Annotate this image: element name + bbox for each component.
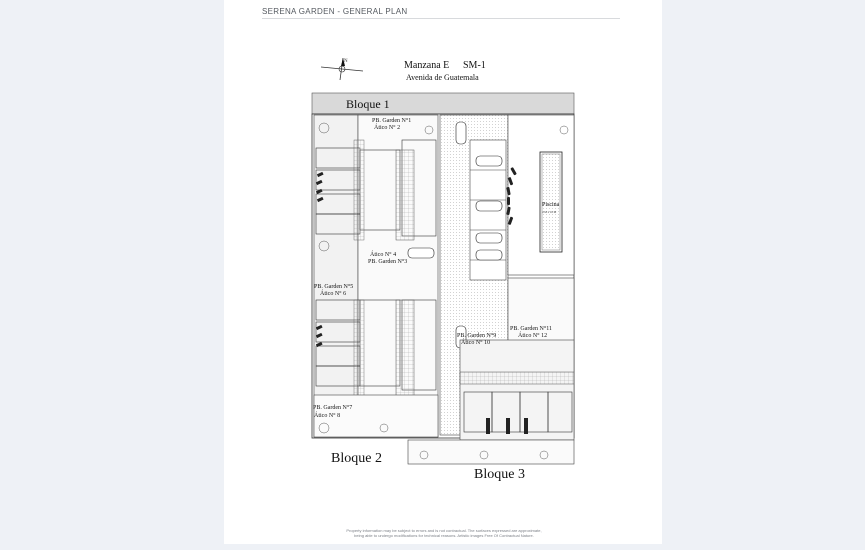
compass-label: N	[344, 59, 348, 64]
unit-2-atico-label: Ático N° 4	[370, 250, 396, 258]
pool-size: 4 M x 16 M	[542, 210, 557, 214]
block-3-label: Bloque 3	[474, 467, 525, 482]
disclaimer: Property information may be subject to e…	[314, 528, 574, 538]
avenue-label: Avenida de Guatemala	[406, 73, 479, 82]
unit-1-atico-label: Ático N° 2	[374, 123, 400, 131]
compass-icon: N	[320, 57, 364, 81]
unit-4-atico-label: Ático N° 8	[314, 411, 340, 419]
unit-3-atico-label: Ático N° 6	[320, 289, 346, 297]
unit-3-pb-label: PB. Garden N°5	[314, 283, 353, 290]
unit-1-pb-label: PB. Garden N°1	[372, 117, 411, 124]
unit-6-pb-label: PB. Garden N°11	[510, 325, 552, 332]
manzana-label: Manzana E	[404, 60, 449, 71]
document-sheet: SERENA GARDEN - GENERAL PLAN N Manzana E…	[224, 0, 662, 544]
block-2-label: Bloque 2	[331, 451, 382, 466]
site-plan: N Manzana E SM-1 Avenida de Guatemala Bl…	[311, 57, 575, 482]
block-1-label: Bloque 1	[346, 97, 390, 111]
unit-5-pb-label: PB. Garden N°9	[457, 332, 496, 339]
unit-5-atico-label: Ático N° 10	[461, 338, 490, 346]
unit-4-pb-label: PB. Garden N°7	[313, 404, 352, 411]
disclaimer-line-2: being able to undergo modifications for …	[354, 533, 534, 538]
sm-label: SM-1	[463, 60, 486, 71]
unit-2-pb-label: PB. Garden N°3	[368, 258, 407, 265]
page-title: SERENA GARDEN - GENERAL PLAN	[262, 7, 408, 16]
unit-6-atico-label: Ático N° 12	[518, 331, 547, 339]
pool-label: Piscina	[542, 202, 560, 208]
disclaimer-line-1: Property information may be subject to e…	[346, 528, 542, 533]
header-divider	[262, 18, 620, 19]
